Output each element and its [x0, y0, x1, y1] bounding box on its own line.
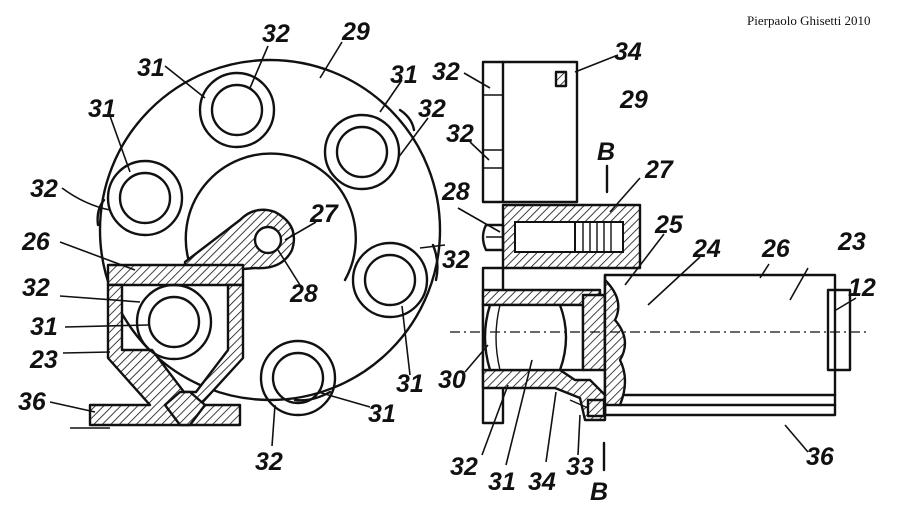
label-27: 27 [309, 200, 339, 228]
label-31: 31 [88, 95, 116, 123]
section-mark-top: B [597, 138, 615, 166]
label-26: 26 [21, 228, 51, 256]
cavity-top [198, 71, 276, 149]
disc [98, 58, 442, 402]
reference-labels: 32 29 31 31 32 31 32 26 27 28 32 32 31 2… [18, 18, 876, 506]
label-31: 31 [30, 313, 58, 341]
pivot-pin [253, 225, 283, 255]
label-32: 32 [442, 246, 470, 274]
cavity-right [351, 241, 429, 319]
cavity-bottom [259, 339, 337, 417]
credit-text: Pierpaolo Ghisetti 2010 [747, 13, 871, 28]
section-view [450, 60, 870, 425]
label-31: 31 [390, 61, 418, 89]
label-31: 31 [396, 370, 424, 398]
label-24: 24 [692, 235, 721, 263]
label-27: 27 [644, 156, 674, 184]
label-36: 36 [18, 388, 47, 416]
section-mark-bottom: B [590, 478, 608, 506]
label-31: 31 [137, 54, 165, 82]
label-12: 12 [848, 274, 876, 302]
label-32: 32 [30, 175, 58, 203]
label-32: 32 [446, 120, 474, 148]
label-29: 29 [619, 86, 648, 114]
base-block [70, 263, 245, 429]
label-29: 29 [341, 18, 370, 46]
label-32: 32 [432, 58, 460, 86]
label-32: 32 [262, 20, 290, 48]
label-32: 32 [418, 95, 446, 123]
label-25: 25 [654, 211, 684, 239]
label-33: 33 [566, 453, 594, 481]
label-28: 28 [289, 280, 318, 308]
label-34: 34 [614, 38, 642, 66]
label-36: 36 [806, 443, 835, 471]
label-32: 32 [450, 453, 478, 481]
label-26: 26 [761, 235, 791, 263]
label-23: 23 [29, 346, 58, 374]
disc-side [481, 60, 579, 204]
disc-front-view [96, 58, 442, 417]
cavity-left [106, 159, 184, 237]
label-30: 30 [438, 366, 466, 394]
label-32: 32 [255, 448, 283, 476]
label-34: 34 [528, 468, 556, 496]
label-32: 32 [22, 274, 50, 302]
base-cavity [135, 283, 213, 361]
label-23: 23 [837, 228, 866, 256]
label-31: 31 [368, 400, 396, 428]
leader-lines [49, 41, 857, 466]
thread [582, 222, 612, 252]
cavity-upper-right [323, 113, 401, 191]
label-31: 31 [488, 468, 516, 496]
label-28: 28 [441, 178, 470, 206]
